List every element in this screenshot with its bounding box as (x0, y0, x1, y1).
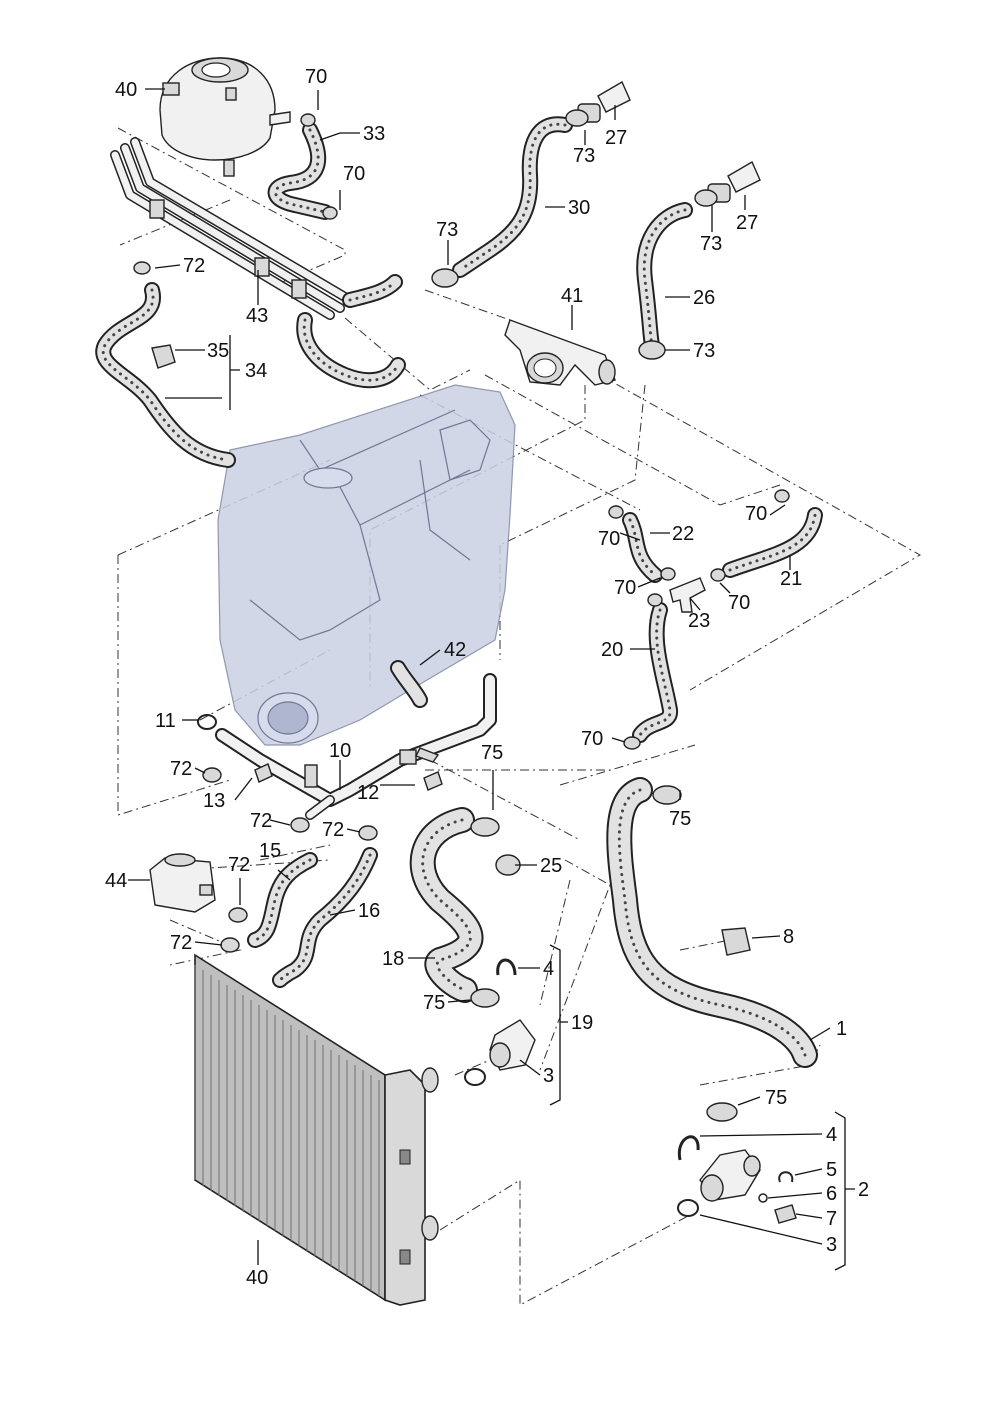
label-27: 27 (736, 212, 758, 234)
label-73: 73 (693, 340, 715, 362)
reservoir (149, 853, 216, 913)
label-3: 3 (543, 1065, 554, 1087)
label-73: 73 (700, 233, 722, 255)
label-75: 75 (481, 742, 503, 764)
label-75: 75 (669, 808, 691, 830)
label-72: 72 (228, 854, 250, 876)
label-16: 16 (358, 900, 380, 922)
label-27: 27 (605, 127, 627, 149)
label-5: 5 (826, 1159, 837, 1181)
label-2: 2 (858, 1179, 869, 1201)
label-3: 3 (826, 1234, 837, 1256)
label-10: 10 (329, 740, 351, 762)
label-75: 75 (765, 1087, 787, 1109)
label-43: 43 (246, 305, 268, 327)
label-1: 1 (836, 1018, 847, 1040)
label-72: 72 (322, 819, 344, 841)
label-12: 12 (357, 782, 379, 804)
leader-lines (128, 88, 855, 1271)
label-72: 72 (183, 255, 205, 277)
label-11: 11 (155, 710, 176, 732)
label-15: 15 (259, 840, 281, 862)
label-26: 26 (693, 287, 715, 309)
coolant-flange (504, 319, 616, 386)
clamps (133, 81, 797, 1224)
label-18: 18 (382, 948, 404, 970)
label-6: 6 (826, 1183, 837, 1205)
label-70: 70 (598, 528, 620, 550)
expansion-tank (159, 57, 291, 177)
hoses (95, 116, 823, 1068)
label-70: 70 (305, 66, 327, 88)
label-33: 33 (363, 123, 385, 145)
engine-block (217, 384, 516, 746)
pipe-assembly (110, 137, 395, 320)
label-73: 73 (573, 145, 595, 167)
connector-pieces (489, 1019, 761, 1202)
label-19: 19 (571, 1012, 593, 1034)
label-4: 4 (543, 958, 554, 980)
label-35: 35 (207, 340, 229, 362)
label-72: 72 (170, 932, 192, 954)
label-40: 40 (115, 79, 137, 101)
label-20: 20 (601, 639, 623, 661)
label-70: 70 (614, 577, 636, 599)
label-4: 4 (826, 1124, 837, 1146)
label-75: 75 (423, 992, 445, 1014)
label-23: 23 (688, 610, 710, 632)
label-73: 73 (436, 219, 458, 241)
label-70: 70 (343, 163, 365, 185)
radiator (194, 953, 439, 1306)
label-72: 72 (170, 758, 192, 780)
label-22: 22 (672, 523, 694, 545)
label-40: 40 (246, 1267, 268, 1289)
label-42: 42 (444, 639, 466, 661)
label-70: 70 (581, 728, 603, 750)
label-41: 41 (561, 285, 583, 307)
label-25: 25 (540, 855, 562, 877)
label-13: 13 (203, 790, 225, 812)
label-72: 72 (250, 810, 272, 832)
label-70: 70 (728, 592, 750, 614)
label-8: 8 (783, 926, 794, 948)
part-labels: 40 70 33 70 73 27 30 27 73 73 26 41 73 7… (105, 66, 869, 1289)
label-30: 30 (568, 197, 590, 219)
label-44: 44 (105, 870, 127, 892)
label-21: 21 (780, 568, 802, 590)
label-34: 34 (245, 360, 267, 382)
coolant-pipe (215, 673, 497, 820)
label-70: 70 (745, 503, 767, 525)
label-7: 7 (826, 1208, 837, 1230)
